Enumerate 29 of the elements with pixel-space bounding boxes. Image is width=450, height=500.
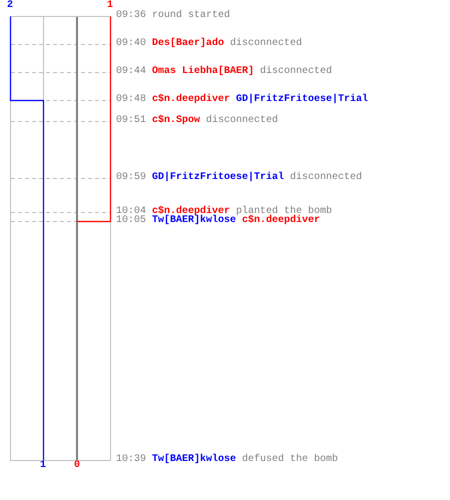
timestamp: 10:05 <box>116 215 146 227</box>
event-text: disconnected <box>206 115 278 127</box>
timestamp: 10:39 <box>116 454 146 466</box>
player-name: c$n.Spow <box>152 115 200 127</box>
timestamp: 09:36 <box>116 10 146 22</box>
timestamp: 09:44 <box>116 66 146 78</box>
player-name: c$n.deepdiver <box>242 215 320 227</box>
timestamp: 09:40 <box>116 38 146 50</box>
axis-value: 0 <box>72 461 81 471</box>
axis-value: 1 <box>106 1 114 11</box>
event-text: defused the bomb <box>242 454 338 466</box>
timestamp: 09:48 <box>116 94 146 106</box>
axis-value: 1 <box>38 461 47 471</box>
player-name: Tw[BAER]kwlose <box>152 454 236 466</box>
player-name: Omas Liebha[BAER] <box>152 66 254 78</box>
timestamp: 09:51 <box>116 115 146 127</box>
timestamp: 09:59 <box>116 172 146 184</box>
player-name: Tw[BAER]kwlose <box>152 215 236 227</box>
axis-value: 2 <box>6 1 14 11</box>
player-name: c$n.deepdiver <box>152 206 230 217</box>
event-text: disconnected <box>290 172 362 184</box>
player-name: c$n.deepdiver <box>152 94 230 106</box>
event-text: disconnected <box>230 38 302 50</box>
event-text: disconnected <box>260 66 332 78</box>
event-text: round started <box>152 10 230 22</box>
timestamp: 10:04 <box>116 206 146 217</box>
player-name: GD|FritzFritoese|Trial <box>236 94 368 106</box>
player-name: Des[Baer]ado <box>152 38 224 50</box>
player-name: GD|FritzFritoese|Trial <box>152 172 284 184</box>
